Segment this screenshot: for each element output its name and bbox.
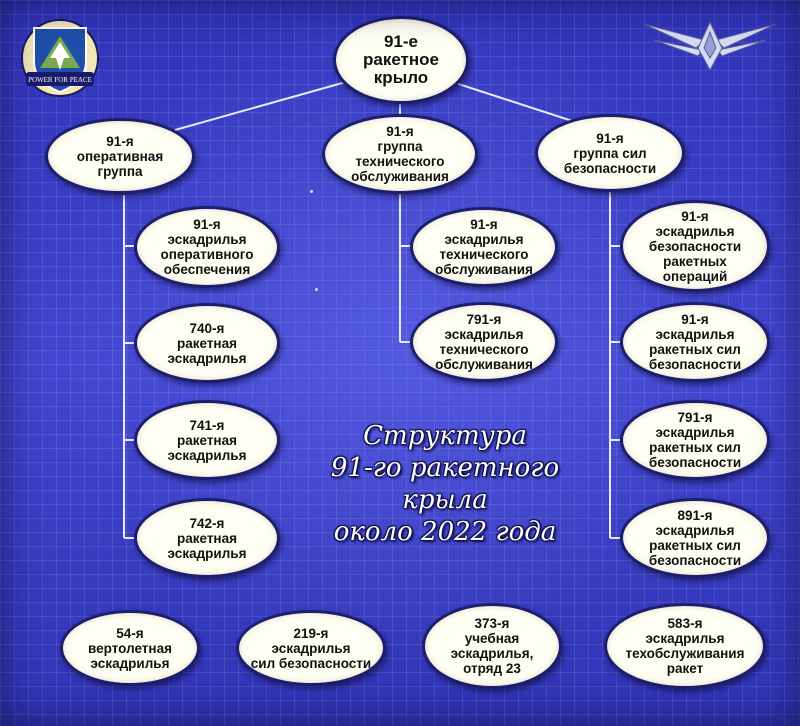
node-sf-sq-891: 891-я эскадрилья ракетных сил безопаснос… [620,498,770,578]
node-mx-sq-583: 583-я эскадрилья техобслуживания ракет [604,603,766,689]
node-helo-sq-54: 54-я вертолетная эскадрилья [60,610,200,686]
node-mx-group: 91-я группа технического обслуживания [322,114,478,194]
node-ops-group: 91-я оперативная группа [45,118,195,194]
node-label: 91-е ракетное крыло [362,32,439,87]
node-sf-sq-91: 91-я эскадрилья ракетных сил безопасност… [620,302,770,382]
node-label: 54-я вертолетная эскадрилья [88,625,172,671]
node-label: 791-я эскадрилья ракетных сил безопаснос… [648,410,742,470]
wing-emblem-icon: POWER FOR PEACE [21,19,99,97]
connector-wing-ops [174,77,361,131]
node-label: 791-я эскадрилья технического обслуживан… [435,312,533,372]
node-label: 742-я ракетная эскадрилья [167,515,247,561]
node-label: 91-я группа технического обслуживания [351,124,449,184]
node-mx-sq-91: 91-я эскадрилья технического обслуживани… [410,207,558,287]
node-sf-ops-sq-91: 91-я эскадрилья безопасности ракетных оп… [620,200,770,292]
air-force-symbol-icon [643,20,777,72]
node-label: 741-я ракетная эскадрилья [167,417,247,463]
node-label: 91-я эскадрилья технического обслуживани… [435,217,533,277]
node-label: 891-я эскадрилья ракетных сил безопаснос… [648,508,742,568]
node-sq-741: 741-я ракетная эскадрилья [134,400,280,480]
node-wing: 91-е ракетное крыло [333,16,469,104]
node-sq-740: 740-я ракетная эскадрилья [134,303,280,383]
star-dot [310,190,313,193]
node-mx-sq-791: 791-я эскадрилья технического обслуживан… [410,302,558,382]
emblem-motto: POWER FOR PEACE [28,76,92,84]
node-sf-sq-219: 219-я эскадрилья сил безопасности [236,610,386,686]
node-sf-group: 91-я группа сил безопасности [535,114,685,192]
node-label: 91-я эскадрилья безопасности ракетных оп… [648,208,742,284]
node-label: 219-я эскадрилья сил безопасности [250,625,372,671]
star-dot [315,288,318,291]
node-label: 740-я ракетная эскадрилья [167,320,247,366]
node-label: 373-я учебная эскадрилья, отряд 23 [450,616,534,676]
node-label: 91-я группа сил безопасности [563,130,657,176]
node-label: 91-я оперативная группа [76,133,164,179]
node-sf-sq-791: 791-я эскадрилья ракетных сил безопаснос… [620,400,770,480]
node-label: 91-я эскадрилья ракетных сил безопасност… [648,312,742,372]
node-sq-742: 742-я ракетная эскадрилья [134,498,280,578]
chart-title: Структура 91-го ракетного крыла около 20… [330,421,560,547]
node-label: 91-я эскадрилья оперативного обеспечения [160,217,254,277]
node-label: 583-я эскадрилья техобслуживания ракет [625,616,745,676]
node-ops-support-sq: 91-я эскадрилья оперативного обеспечения [134,206,280,288]
node-training-sq-373: 373-я учебная эскадрилья, отряд 23 [422,603,562,689]
